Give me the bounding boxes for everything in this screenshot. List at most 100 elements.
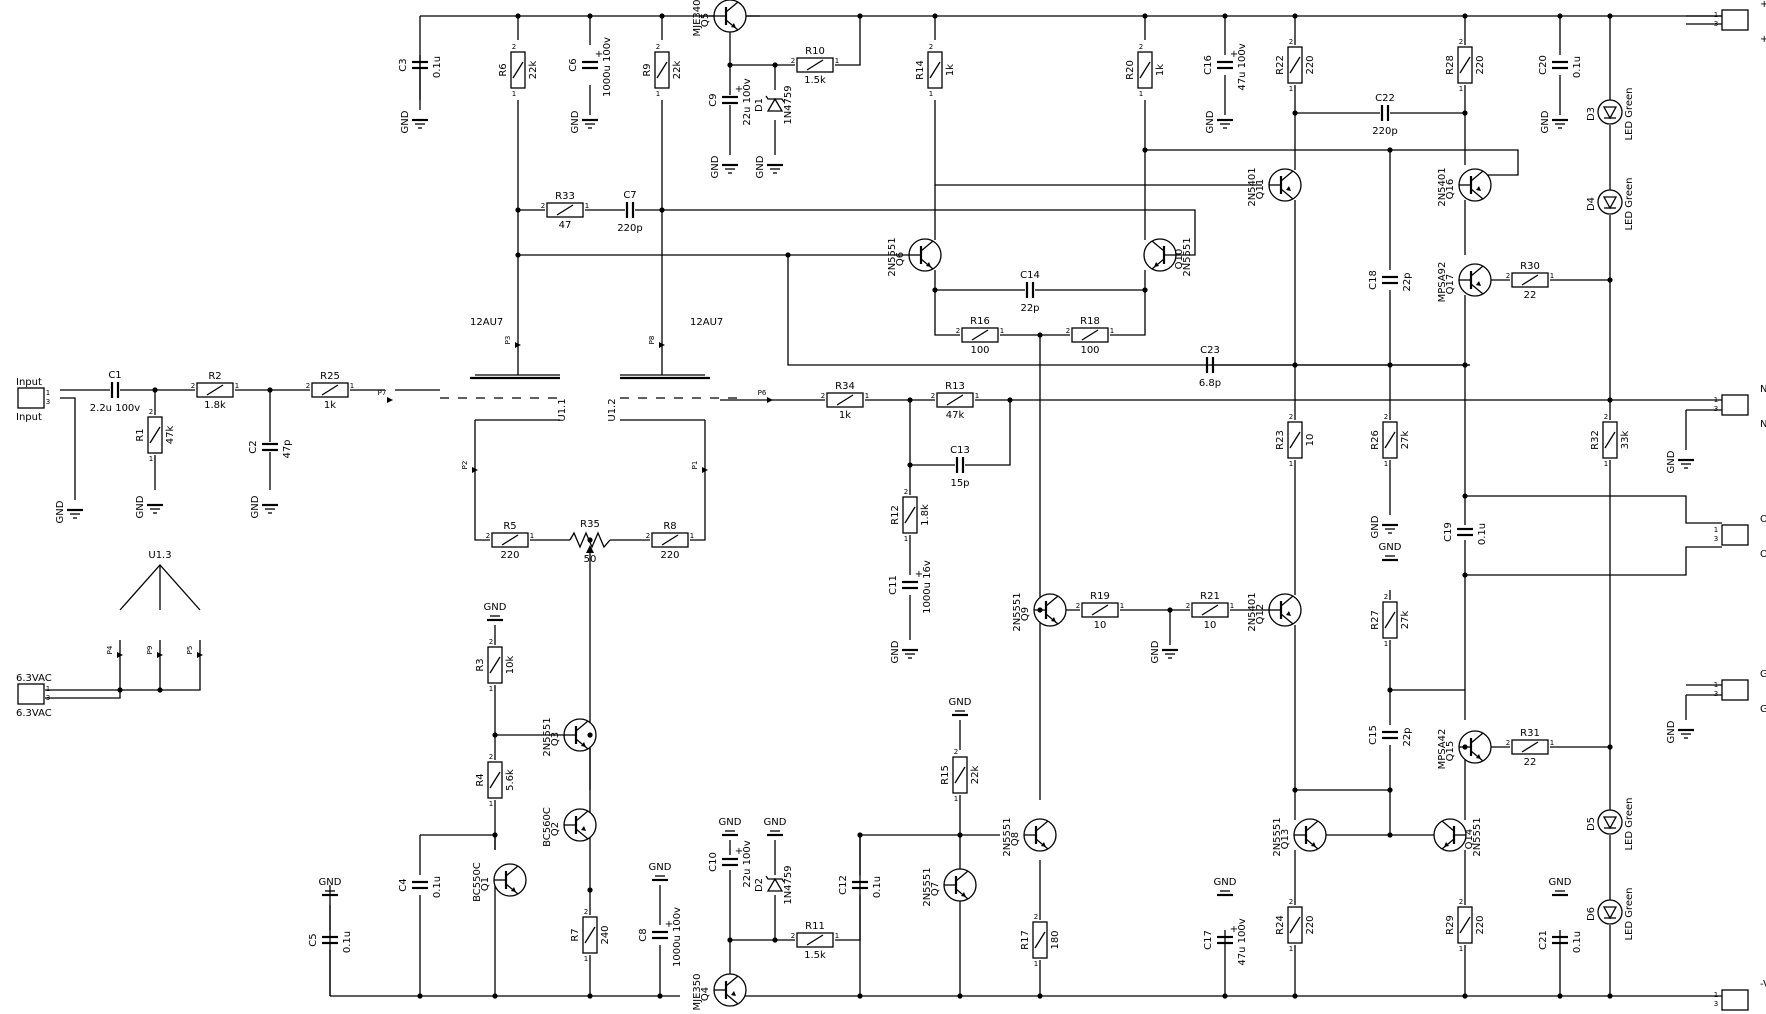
svg-text:1N4759: 1N4759 bbox=[783, 85, 794, 124]
junction-dot bbox=[907, 397, 913, 403]
junction-dot bbox=[587, 993, 593, 999]
svg-text:1: 1 bbox=[1139, 90, 1143, 98]
svg-text:C3: C3 bbox=[398, 58, 409, 71]
svg-text:R14: R14 bbox=[915, 60, 926, 80]
svg-text:P1: P1 bbox=[691, 461, 699, 470]
svg-text:R15: R15 bbox=[940, 765, 951, 785]
ground-symbol: GND bbox=[755, 155, 783, 178]
svg-text:Q15: Q15 bbox=[1445, 741, 1456, 762]
svg-text:0.1u: 0.1u bbox=[872, 876, 883, 898]
junction-dot bbox=[1462, 110, 1468, 116]
svg-text:2: 2 bbox=[1289, 38, 1293, 46]
svg-text:GND: GND bbox=[1760, 669, 1766, 680]
connector-nfb: NFBNFB13 bbox=[1714, 384, 1766, 430]
svg-text:2: 2 bbox=[791, 57, 795, 65]
svg-text:1: 1 bbox=[530, 532, 534, 540]
svg-text:Q8: Q8 bbox=[1010, 832, 1021, 846]
svg-text:1: 1 bbox=[489, 685, 493, 693]
svg-text:C16: C16 bbox=[1203, 55, 1214, 75]
svg-text:LED Green: LED Green bbox=[1624, 797, 1635, 850]
svg-text:GND: GND bbox=[949, 697, 972, 708]
svg-text:Q3: Q3 bbox=[550, 732, 561, 746]
svg-text:1: 1 bbox=[1459, 85, 1463, 93]
junction-dot bbox=[657, 993, 663, 999]
svg-text:GND: GND bbox=[1666, 450, 1677, 473]
junction-dot bbox=[492, 993, 498, 999]
svg-text:10k: 10k bbox=[505, 656, 516, 675]
svg-text:12AU7: 12AU7 bbox=[470, 317, 503, 328]
junction-dot bbox=[1142, 147, 1148, 153]
svg-text:3: 3 bbox=[1714, 535, 1718, 543]
junction-dot bbox=[1292, 13, 1298, 19]
svg-text:2: 2 bbox=[1139, 43, 1143, 51]
svg-text:47p: 47p bbox=[282, 439, 293, 458]
svg-text:GND: GND bbox=[649, 862, 672, 873]
svg-text:C19: C19 bbox=[1443, 522, 1454, 542]
svg-text:C23: C23 bbox=[1200, 345, 1220, 356]
svg-text:27k: 27k bbox=[1400, 431, 1411, 450]
svg-text:BC560C: BC560C bbox=[542, 807, 553, 847]
svg-text:180: 180 bbox=[1050, 930, 1061, 949]
svg-text:R28: R28 bbox=[1445, 55, 1456, 75]
svg-text:R6: R6 bbox=[498, 63, 509, 76]
svg-text:1: 1 bbox=[1230, 602, 1234, 610]
svg-text:GND: GND bbox=[319, 877, 342, 888]
junction-dot bbox=[772, 937, 778, 943]
svg-text:2: 2 bbox=[904, 488, 908, 496]
svg-text:2: 2 bbox=[584, 908, 588, 916]
svg-text:1: 1 bbox=[1714, 11, 1718, 19]
ground-symbol: GND bbox=[710, 155, 738, 178]
junction-dot bbox=[587, 887, 593, 893]
svg-text:+: + bbox=[1230, 924, 1238, 935]
svg-text:C1: C1 bbox=[108, 370, 121, 381]
ground-symbol: GND bbox=[1540, 110, 1568, 133]
svg-text:47: 47 bbox=[559, 220, 572, 231]
svg-text:C7: C7 bbox=[623, 190, 636, 201]
svg-text:C5: C5 bbox=[308, 933, 319, 946]
svg-text:1: 1 bbox=[954, 795, 958, 803]
svg-text:C12: C12 bbox=[838, 875, 849, 895]
svg-text:2: 2 bbox=[791, 932, 795, 940]
svg-text:P9: P9 bbox=[146, 646, 154, 655]
junction-dot bbox=[492, 832, 498, 838]
junction-dot bbox=[1462, 362, 1468, 368]
svg-text:P6: P6 bbox=[758, 389, 767, 397]
svg-text:1: 1 bbox=[1000, 327, 1004, 335]
diode-d5: D5 LED Green bbox=[1586, 797, 1635, 850]
svg-text:R35: R35 bbox=[580, 519, 600, 530]
svg-text:22: 22 bbox=[1524, 757, 1537, 768]
junction-dot bbox=[785, 252, 791, 258]
svg-text:6.3VAC: 6.3VAC bbox=[16, 708, 52, 719]
junction-dot bbox=[267, 387, 273, 393]
ground-symbol: GND bbox=[1205, 110, 1233, 133]
svg-text:MJE350: MJE350 bbox=[692, 974, 703, 1011]
svg-text:2N5401: 2N5401 bbox=[1437, 167, 1448, 206]
junction-dot bbox=[515, 252, 521, 258]
connector-v: -V-V13 bbox=[1714, 979, 1766, 1011]
svg-text:GND: GND bbox=[890, 640, 901, 663]
svg-text:22k: 22k bbox=[528, 61, 539, 80]
ground-symbol: GND bbox=[1214, 877, 1237, 897]
svg-text:R13: R13 bbox=[945, 381, 965, 392]
svg-text:D5: D5 bbox=[1586, 817, 1597, 831]
svg-text:Q10: Q10 bbox=[1174, 249, 1185, 270]
ground-symbol: GND bbox=[890, 640, 918, 663]
junction-dot bbox=[1387, 147, 1393, 153]
